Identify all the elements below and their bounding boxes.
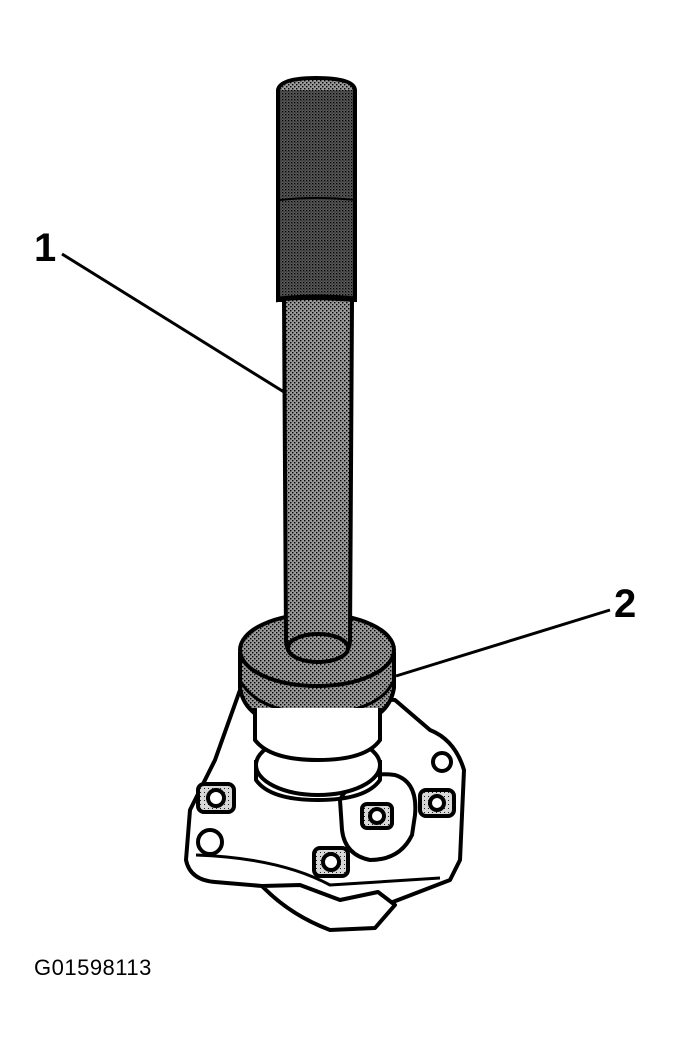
leader-lines	[61, 252, 611, 678]
callout-2: 2	[614, 582, 637, 626]
callout-1: 1	[34, 226, 57, 270]
mounting-holes	[196, 751, 453, 856]
threaded-shaft	[275, 75, 357, 665]
bolt-left	[196, 782, 236, 814]
bolt-right	[418, 788, 456, 818]
bolt-bottom	[312, 846, 350, 878]
leader-line-1	[61, 252, 285, 394]
bolt-center-boss	[360, 802, 394, 830]
leader-line-2	[395, 608, 611, 678]
figure-id: G01598113	[34, 955, 152, 980]
